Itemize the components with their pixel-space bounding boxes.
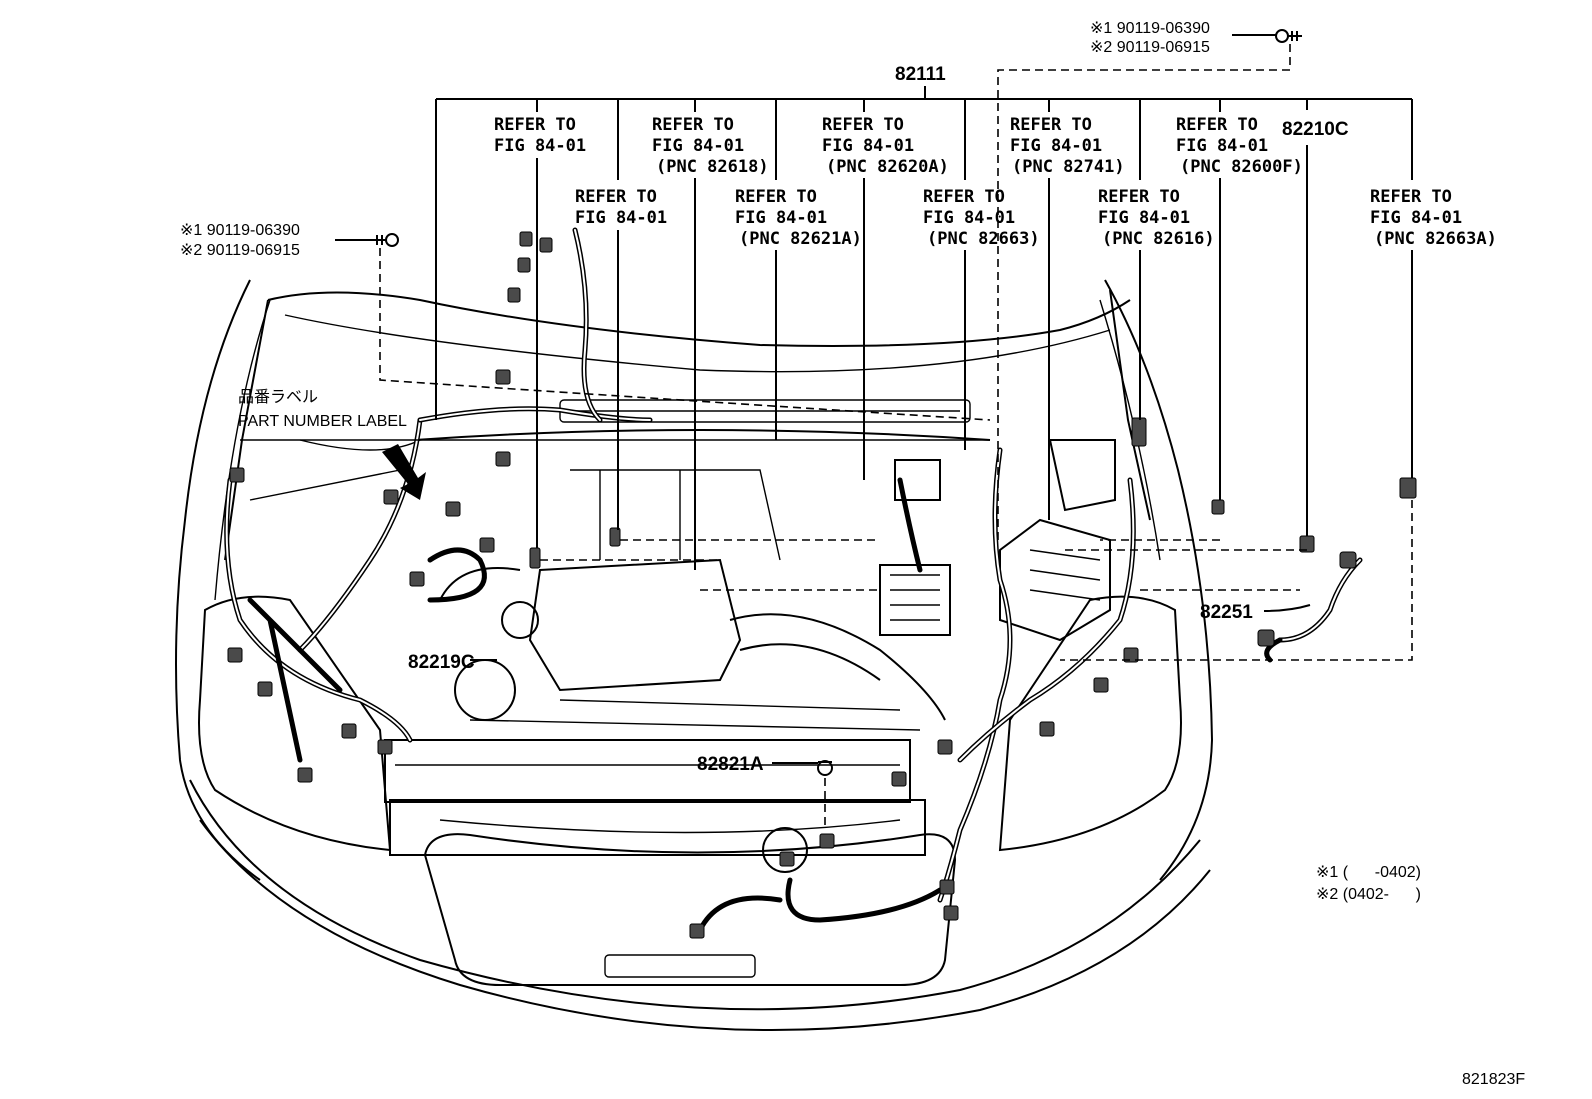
connector <box>1399 477 1417 499</box>
connector <box>1211 499 1225 515</box>
connector <box>1131 417 1147 447</box>
svg-text:(PNC 82741): (PNC 82741) <box>1012 157 1125 177</box>
connector <box>409 571 425 587</box>
svg-text:(PNC 82620A): (PNC 82620A) <box>826 157 949 177</box>
svg-text:REFER TO: REFER TO <box>575 187 657 207</box>
svg-text:FIG 84-01: FIG 84-01 <box>575 208 667 228</box>
refer-label: REFER TO FIG 84-01 (PNC 82663) <box>923 187 1040 249</box>
part-number-82251: 82251 <box>1200 602 1253 623</box>
figure-code: 821823F <box>1462 1071 1525 1088</box>
svg-text:(PNC 82616): (PNC 82616) <box>1102 229 1215 249</box>
part-label-japanese: 品番ラベル <box>238 388 318 406</box>
bolt-icon <box>372 233 399 247</box>
connector <box>689 923 705 939</box>
connector <box>297 767 313 783</box>
refer-label: REFER TO FIG 84-01 (PNC 82621A) <box>735 187 862 249</box>
refer-label: REFER TO FIG 84-01 (PNC 82741) <box>1010 115 1125 177</box>
connector <box>943 905 959 921</box>
svg-text:(PNC 82618): (PNC 82618) <box>656 157 769 177</box>
leader-lines <box>240 34 1413 830</box>
svg-text:REFER TO: REFER TO <box>494 115 576 135</box>
connector <box>257 681 273 697</box>
svg-text:REFER TO: REFER TO <box>923 187 1005 207</box>
connector <box>517 257 531 273</box>
connector <box>779 851 795 867</box>
svg-text:REFER TO: REFER TO <box>652 115 734 135</box>
connector <box>519 231 533 247</box>
connector <box>507 287 521 303</box>
svg-text:REFER TO: REFER TO <box>822 115 904 135</box>
svg-text:REFER TO: REFER TO <box>1370 187 1452 207</box>
note-1: ※1 ( -0402) <box>1316 864 1421 881</box>
svg-text:FIG 84-01: FIG 84-01 <box>1176 136 1268 156</box>
connector <box>383 489 399 505</box>
connector <box>1257 629 1275 647</box>
svg-text:FIG 84-01: FIG 84-01 <box>923 208 1015 228</box>
note-2: ※2 (0402- ) <box>1316 886 1421 903</box>
clip-icon <box>817 760 833 776</box>
svg-text:REFER TO: REFER TO <box>735 187 817 207</box>
svg-text:(PNC 82663A): (PNC 82663A) <box>1374 229 1497 249</box>
svg-text:FIG 84-01: FIG 84-01 <box>494 136 586 156</box>
connector <box>377 739 393 755</box>
svg-text:FIG 84-01: FIG 84-01 <box>822 136 914 156</box>
connector <box>445 501 461 517</box>
connector <box>939 879 955 895</box>
connector <box>1123 647 1139 663</box>
connector <box>341 723 357 739</box>
svg-text:FIG 84-01: FIG 84-01 <box>1370 208 1462 228</box>
part-number-82219c: 82219C <box>408 652 475 673</box>
svg-text:(PNC 82663): (PNC 82663) <box>927 229 1040 249</box>
svg-text:REFER TO: REFER TO <box>1176 115 1258 135</box>
refer-label: REFER TO FIG 84-01 (PNC 82600F) <box>1176 115 1303 177</box>
part-number-82111: 82111 <box>895 64 946 85</box>
connectors <box>227 231 1417 939</box>
connector <box>819 833 835 849</box>
harness-82111-main <box>224 227 1136 933</box>
refer-label: REFER TO FIG 84-01 (PNC 82618) <box>652 115 769 177</box>
part-number-82821a: 82821A <box>697 754 764 775</box>
bolt-part-number-1: ※1 90119-06390 <box>1090 20 1210 37</box>
svg-text:FIG 84-01: FIG 84-01 <box>1010 136 1102 156</box>
engine-bay <box>249 399 1116 873</box>
svg-text:FIG 84-01: FIG 84-01 <box>735 208 827 228</box>
svg-text:REFER TO: REFER TO <box>1010 115 1092 135</box>
svg-text:FIG 84-01: FIG 84-01 <box>1098 208 1190 228</box>
connector <box>539 237 553 253</box>
connector <box>891 771 907 787</box>
connector <box>495 451 511 467</box>
bolt-icon <box>1275 29 1302 43</box>
harness-82251-sub <box>1264 557 1363 663</box>
refer-label: REFER TO FIG 84-01 (PNC 82663A) <box>1370 187 1497 249</box>
part-number-82210c: 82210C <box>1282 119 1349 140</box>
svg-text:FIG 84-01: FIG 84-01 <box>652 136 744 156</box>
label-arrow-icon <box>382 444 426 500</box>
connector <box>229 467 245 483</box>
connector <box>937 739 953 755</box>
bolt-part-number-2: ※2 90119-06915 <box>180 242 300 259</box>
connector <box>479 537 495 553</box>
connector <box>1039 721 1055 737</box>
connector <box>495 369 511 385</box>
connector <box>1093 677 1109 693</box>
refer-label: REFER TO FIG 84-01 <box>575 187 667 228</box>
bolt-part-number-2: ※2 90119-06915 <box>1090 39 1210 56</box>
svg-text:REFER TO: REFER TO <box>1098 187 1180 207</box>
svg-text:(PNC 82621A): (PNC 82621A) <box>739 229 862 249</box>
refer-label: REFER TO FIG 84-01 (PNC 82616) <box>1098 187 1215 249</box>
connector <box>227 647 243 663</box>
connector <box>609 527 621 547</box>
bolt-part-number-1: ※1 90119-06390 <box>180 222 300 239</box>
connector <box>1339 551 1357 569</box>
connector <box>529 547 541 569</box>
part-label-english: PART NUMBER LABEL <box>238 413 407 430</box>
svg-text:(PNC 82600F): (PNC 82600F) <box>1180 157 1303 177</box>
refer-label: REFER TO FIG 84-01 (PNC 82620A) <box>822 115 949 177</box>
refer-label: REFER TO FIG 84-01 <box>494 115 586 156</box>
